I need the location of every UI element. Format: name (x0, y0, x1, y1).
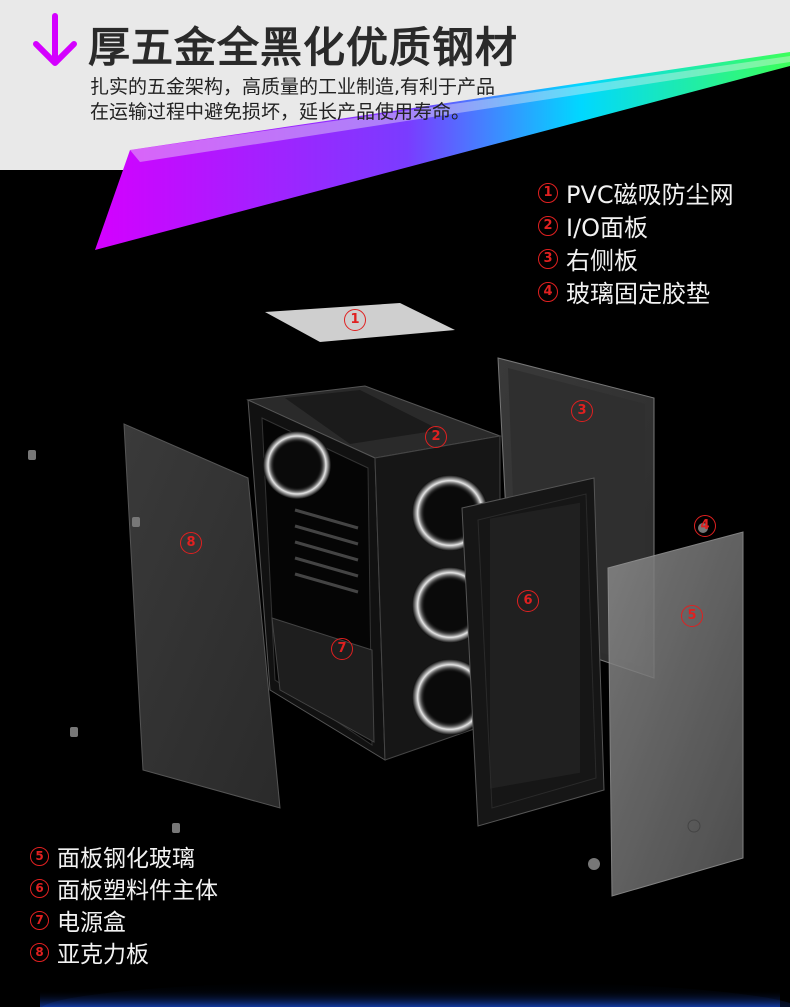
legend-number: 6 (30, 878, 49, 898)
legend-label: I/O面板 (566, 214, 649, 242)
legend-number: 4 (538, 281, 558, 302)
legend-item: 3 右侧板 (538, 242, 734, 275)
callout-6: 6 (517, 590, 539, 612)
legend-item: 4 玻璃固定胶垫 (538, 275, 734, 308)
legend-item: 6 面板塑料件主体 (30, 872, 218, 904)
legend-number: 1 (538, 182, 558, 203)
callout-8: 8 (180, 532, 202, 554)
legend-label: 亚克力板 (57, 942, 149, 968)
page-title: 厚五金全黑化优质钢材 (88, 23, 519, 72)
arrow-down-icon (33, 13, 77, 66)
callout-4: 4 (694, 515, 716, 537)
legend-label: 电源盒 (57, 910, 126, 936)
legend-number: 5 (30, 846, 49, 866)
legend-top-right: 1 PVC磁吸防尘网 2 I/O面板 3 右侧板 4 玻璃固定胶垫 (538, 176, 734, 308)
callout-3: 3 (571, 400, 593, 422)
callout-5: 5 (681, 605, 703, 627)
legend-number: 8 (30, 942, 49, 962)
legend-number: 3 (538, 248, 558, 269)
legend-item: 8 亚克力板 (30, 936, 218, 968)
legend-label: 面板塑料件主体 (57, 878, 218, 904)
legend-number: 7 (30, 910, 49, 930)
callout-1: 1 (344, 309, 366, 331)
legend-label: 面板钢化玻璃 (57, 846, 195, 872)
legend-label: 右侧板 (566, 247, 638, 275)
callout-2: 2 (425, 426, 447, 448)
legend-item: 5 面板钢化玻璃 (30, 840, 218, 872)
legend-bottom-left: 5 面板钢化玻璃 6 面板塑料件主体 7 电源盒 8 亚克力板 (30, 840, 218, 968)
legend-item: 2 I/O面板 (538, 209, 734, 242)
subtitle-line-1: 扎实的五金架构，高质量的工业制造,有利于产品 (90, 76, 496, 98)
legend-item: 1 PVC磁吸防尘网 (538, 176, 734, 209)
legend-item: 7 电源盒 (30, 904, 218, 936)
legend-label: 玻璃固定胶垫 (566, 280, 710, 308)
callout-7: 7 (331, 638, 353, 660)
legend-number: 2 (538, 215, 558, 236)
subtitle-line-2: 在运输过程中避免损坏，延长产品使用寿命。 (90, 101, 471, 123)
legend-label: PVC磁吸防尘网 (566, 181, 734, 209)
